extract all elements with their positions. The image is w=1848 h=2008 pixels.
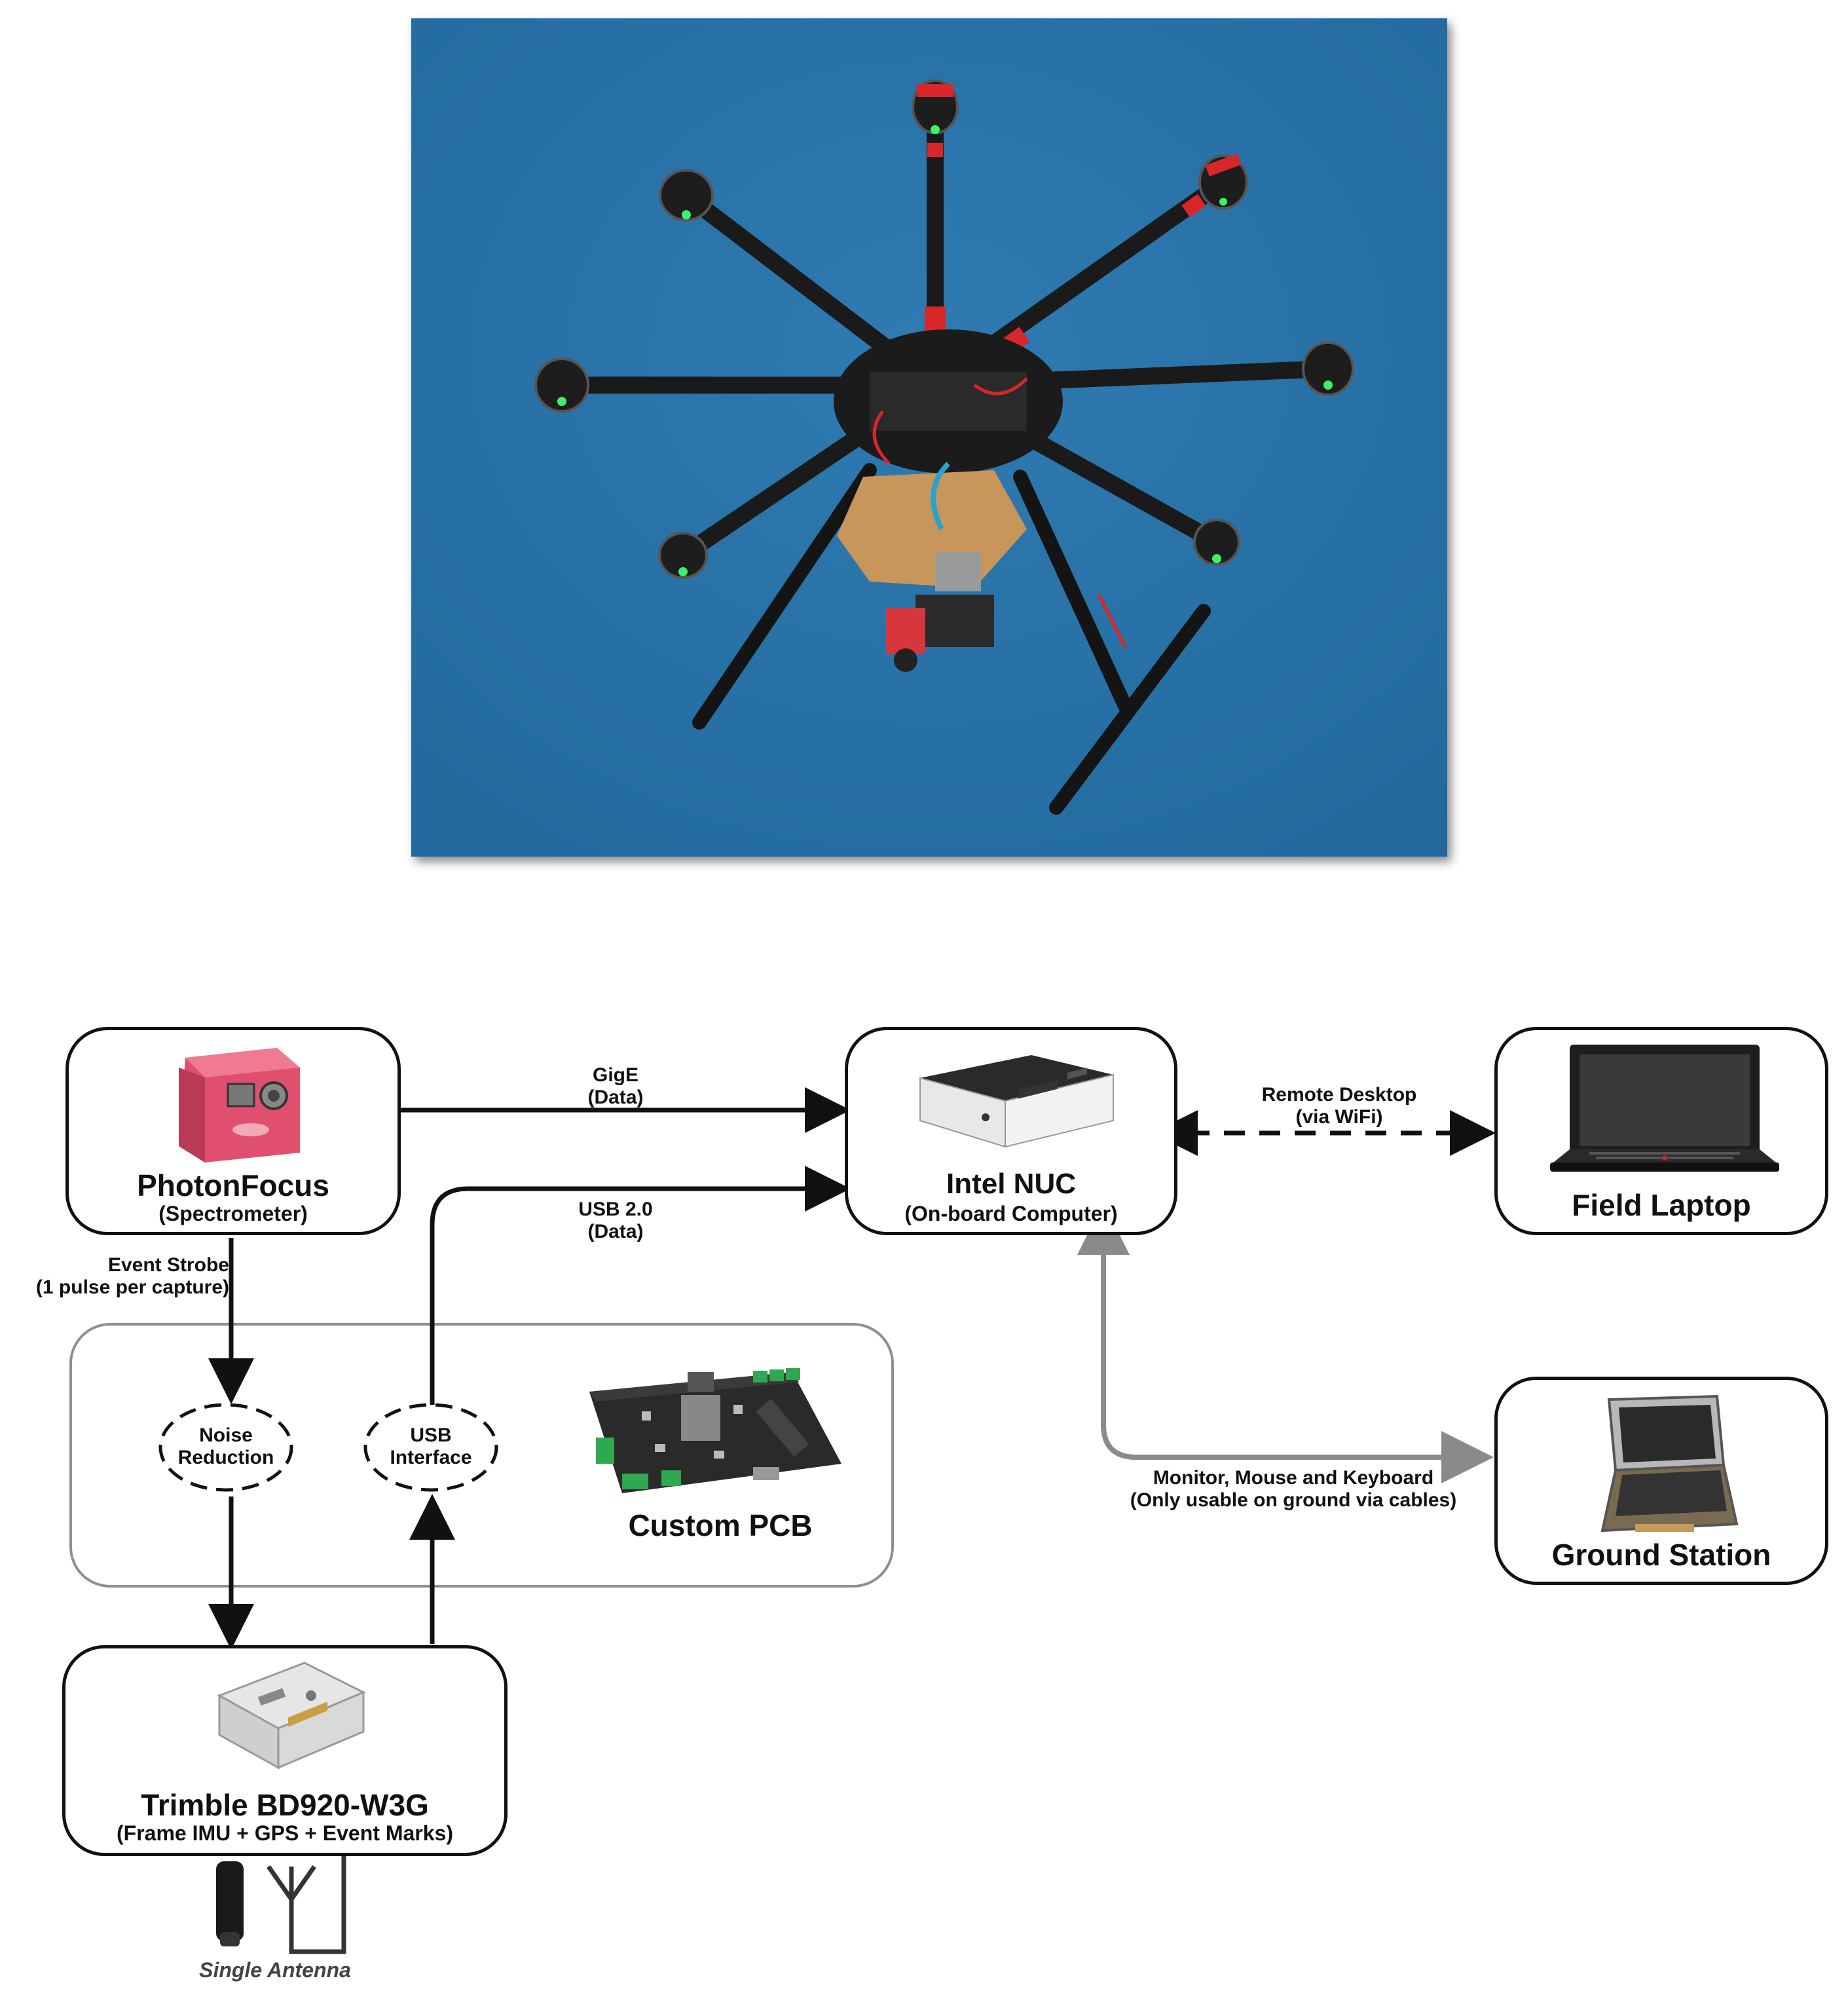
usb2-arrow (430, 1166, 851, 1407)
custom-pcb-title: Custom PCB (628, 1508, 813, 1542)
noise-reduction-ellipse (158, 1403, 293, 1492)
custom-pcb-container (69, 1323, 894, 1588)
laptop-icon (1550, 1045, 1779, 1172)
monitor-label: Monitor, Mouse and Keyboard (Only usable… (1100, 1467, 1487, 1512)
usb2-label: USB 2.0 (Data) (550, 1199, 681, 1243)
photonfocus-title: PhotonFocus (137, 1168, 329, 1202)
trimble-subtitle: (Frame IMU + GPS + Event Marks) (117, 1821, 453, 1845)
usb2-label-line2: (Data) (587, 1221, 644, 1242)
gige-label-line1: GigE (592, 1064, 638, 1086)
photonfocus-box: PhotonFocus (Spectrometer) (65, 1027, 401, 1235)
trimble-box: Trimble BD920-W3G (Frame IMU + GPS + Eve… (62, 1645, 508, 1856)
intel-nuc-title: Intel NUC (946, 1168, 1076, 1200)
field-laptop-title: Field Laptop (1572, 1188, 1751, 1222)
usb2-label-line1: USB 2.0 (578, 1199, 653, 1220)
antenna-icon (216, 1853, 346, 1954)
field-laptop-box: Field Laptop (1494, 1027, 1828, 1235)
gige-label: GigE (Data) (550, 1064, 681, 1109)
monitor-line1: Monitor, Mouse and Keyboard (1153, 1467, 1434, 1489)
ground-station-box: Ground Station (1494, 1377, 1828, 1585)
single-antenna-label: Single Antenna (199, 1958, 351, 1982)
circuit-board-icon (589, 1368, 841, 1493)
monitor-line2: (Only usable on ground via cables) (1130, 1489, 1457, 1511)
monitor-arrow (1077, 1202, 1494, 1483)
intel-nuc-subtitle: (On-board Computer) (904, 1202, 1118, 1225)
intel-nuc-box: Intel NUC (On-board Computer) (845, 1027, 1177, 1235)
octocopter-drone-icon (411, 18, 1447, 857)
trimble-title: Trimble BD920-W3G (141, 1788, 429, 1822)
event-strobe-line2: (1 pulse per capture) (35, 1276, 229, 1298)
usb-interface-line2: Interface (390, 1447, 472, 1468)
noise-reduction-line2: Reduction (177, 1447, 274, 1468)
usb-interface-label: USB Interface (365, 1424, 496, 1469)
rugged-case-icon (1600, 1394, 1739, 1533)
gps-receiver-icon (217, 1662, 366, 1770)
photonfocus-subtitle: (Spectrometer) (158, 1202, 308, 1225)
noise-reduction-line1: Noise (199, 1424, 253, 1446)
event-strobe-line1: Event Strobe (107, 1254, 229, 1276)
remote-desktop-label: Remote Desktop (via WiFi) (1231, 1084, 1447, 1128)
usb-interface-ellipse (363, 1403, 498, 1492)
remote-desktop-line2: (via WiFi) (1295, 1106, 1383, 1128)
event-strobe-label: Event Strobe (1 pulse per capture) (7, 1254, 229, 1299)
drone-photo (411, 18, 1447, 857)
mini-pc-icon (919, 1055, 1114, 1148)
remote-desktop-line1: Remote Desktop (1261, 1084, 1417, 1106)
gige-label-line2: (Data) (587, 1087, 644, 1108)
usb-interface-line1: USB (410, 1424, 452, 1446)
camera-icon (179, 1048, 300, 1162)
noise-reduction-label: Noise Reduction (160, 1424, 291, 1469)
ground-station-title: Ground Station (1551, 1538, 1771, 1572)
